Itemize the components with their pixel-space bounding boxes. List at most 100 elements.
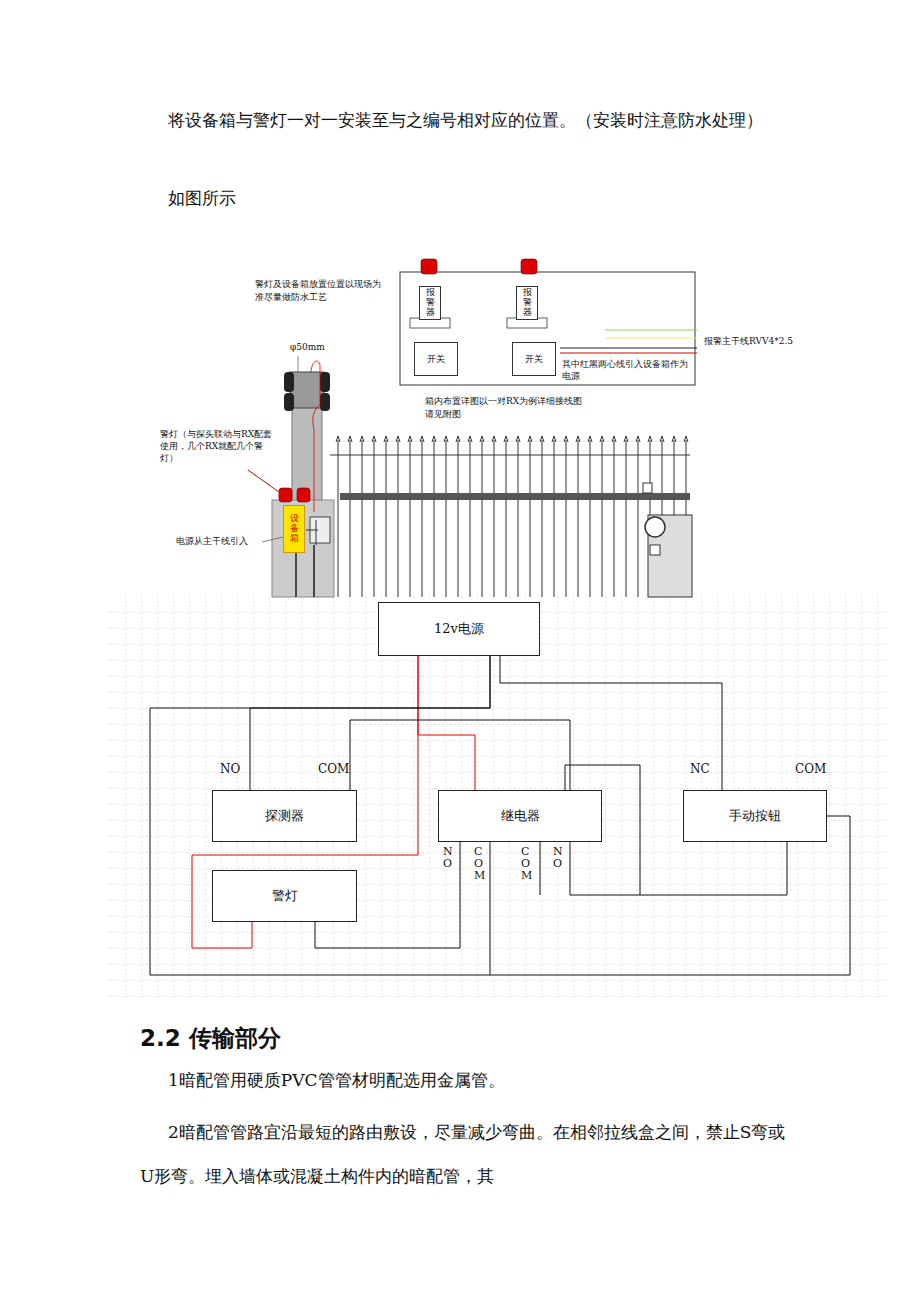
pin-name: NO	[553, 846, 564, 870]
fence-picket	[518, 440, 519, 597]
fence-picket	[410, 440, 411, 597]
fence-picket	[576, 436, 580, 442]
fence-picket	[648, 436, 652, 442]
fence-picket	[660, 436, 664, 442]
fence-picket	[638, 440, 639, 597]
fence-picket	[554, 440, 555, 597]
fence-picket	[384, 436, 388, 442]
fence-picket	[446, 440, 447, 597]
gate-rail	[340, 493, 690, 500]
fence-picket	[590, 440, 591, 597]
fence	[336, 436, 688, 597]
node-text: 继电器	[501, 807, 540, 825]
pin-name: COM	[521, 846, 532, 882]
pin-name: COM	[318, 762, 358, 777]
fence-picket	[470, 440, 471, 597]
fence-picket	[540, 436, 544, 442]
fence-picket	[348, 436, 352, 442]
fence-picket	[336, 436, 340, 442]
fence-picket	[374, 440, 375, 597]
fence-picket	[636, 436, 640, 442]
fence-picket	[432, 436, 436, 442]
gate-motor	[645, 517, 665, 537]
switch-box: 开关	[414, 342, 458, 376]
detector-head	[284, 372, 330, 411]
trunk-wires	[560, 330, 697, 353]
node-text: 开关	[525, 353, 543, 366]
equipment-box: 设备箱	[283, 505, 305, 553]
node-text: 手动按钮	[729, 807, 781, 825]
node-text: 12v电源	[434, 620, 484, 638]
dimension: φ50mm	[290, 342, 340, 353]
gate-latch	[643, 483, 652, 493]
fence-picket	[456, 436, 460, 442]
fence-picket	[360, 436, 364, 442]
fence-picket	[516, 436, 520, 442]
fence-picket	[350, 440, 351, 597]
component-box: 探测器	[212, 790, 357, 842]
pin-name: NO	[443, 846, 454, 870]
component-box: 手动按钮	[683, 790, 827, 842]
wire	[350, 720, 570, 790]
fence-picket	[602, 440, 603, 597]
pin-name: COM	[795, 762, 835, 777]
enclosure	[400, 272, 695, 385]
alarm-box: 报警器	[419, 286, 441, 320]
wire	[192, 656, 418, 948]
node-text: 报警器	[523, 288, 532, 318]
fence-picket	[530, 440, 531, 597]
wire	[250, 656, 490, 790]
fence-picket	[492, 436, 496, 442]
paragraph: 将设备箱与警灯一对一安装至与之编号相对应的位置。（安装时注意防水处理）	[140, 98, 790, 142]
paragraph: 如图所示	[168, 188, 368, 209]
warning-light-symbol	[421, 259, 537, 274]
node-text: 警灯	[272, 887, 298, 905]
cable-label: 报警主干线RVV4*2.5	[704, 336, 814, 347]
fence-picket	[588, 436, 592, 442]
note: 电源从主干线引入	[176, 536, 266, 547]
fence-picket	[482, 440, 483, 597]
fence-picket	[362, 440, 363, 597]
power-wire	[311, 361, 320, 512]
fence-picket	[528, 436, 532, 442]
wire	[418, 656, 475, 790]
fence-picket	[434, 440, 435, 597]
note: 其中红黑两心线引入设备箱作为电源	[562, 358, 694, 382]
fence-picket	[624, 436, 628, 442]
fence-picket	[396, 436, 400, 442]
pole-base	[272, 500, 334, 597]
leader-arrow	[248, 470, 286, 497]
fence-picket	[542, 440, 543, 597]
fence-picket	[458, 440, 459, 597]
fence-picket	[552, 436, 556, 442]
note: 警灯及设备箱放置位置以现场为准尽量做防水工艺	[255, 278, 385, 304]
fence-picket	[468, 436, 472, 442]
node-text: 设备箱	[290, 514, 299, 544]
fence-picket	[398, 440, 399, 597]
component-box: 警灯	[212, 870, 357, 922]
power-box: 12v电源	[378, 602, 540, 656]
pin-name: COM	[474, 846, 485, 882]
fence-picket	[480, 436, 484, 442]
dimension-line	[298, 356, 299, 372]
section-heading: 2.2 传输部分	[140, 1024, 540, 1053]
component-box: 继电器	[438, 790, 602, 842]
fence-picket	[684, 436, 688, 442]
gate-motor	[650, 545, 660, 555]
note: 箱内布置详图以一对RX为例详细接线图请见附图	[425, 395, 585, 421]
pin-name: NO	[220, 762, 250, 777]
fence-picket	[600, 436, 604, 442]
fence-picket	[422, 440, 423, 597]
grid-ground	[110, 597, 890, 997]
fence-picket	[504, 436, 508, 442]
alarm-box: 报警器	[516, 286, 538, 320]
paragraph: 2暗配管管路宜沿最短的路由敷设，尽量减少弯曲。在相邻拉线盒之间，禁止S弯或U形弯…	[140, 1110, 790, 1198]
fence-picket	[420, 436, 424, 442]
pin-name: NC	[690, 762, 720, 777]
wire	[570, 842, 787, 895]
node-text: 报警器	[426, 288, 435, 318]
fence-picket	[626, 440, 627, 597]
switch-box: 开关	[512, 342, 556, 376]
paragraph: 1暗配管用硬质PVC管管材明配选用金属管。	[140, 1070, 790, 1091]
fence-picket	[494, 440, 495, 597]
